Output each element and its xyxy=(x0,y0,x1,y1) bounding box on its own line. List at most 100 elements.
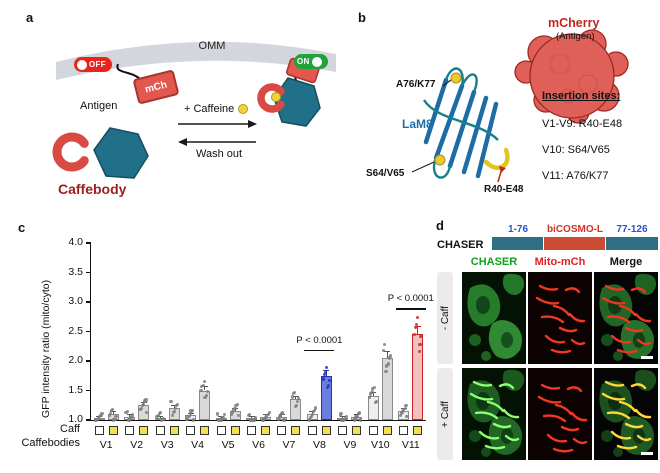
data-point xyxy=(233,406,237,410)
caff-square-plus xyxy=(382,426,392,435)
error-bar-cap xyxy=(171,405,178,406)
clamp-bound-shape xyxy=(257,83,285,113)
data-point xyxy=(131,412,135,417)
column-header-chaser: CHASER xyxy=(470,256,518,268)
p-value: P < 0.0001 xyxy=(296,334,343,346)
data-point xyxy=(399,414,403,418)
error-bar xyxy=(342,416,344,419)
data-point xyxy=(310,412,314,416)
data-point xyxy=(405,415,409,419)
data-point xyxy=(416,315,420,319)
mcherry-surface xyxy=(514,29,629,124)
bar-V11-plus-caff xyxy=(412,334,424,420)
data-point xyxy=(173,406,178,410)
caff-square-plus xyxy=(261,426,270,435)
y-tick-mark xyxy=(86,330,91,333)
data-point xyxy=(142,399,147,403)
caffeine-dot-icon xyxy=(238,104,249,115)
lam8-beta-strands xyxy=(423,77,499,179)
error-bar-cap xyxy=(201,386,208,388)
microscopy-grid xyxy=(462,272,658,460)
data-point xyxy=(200,384,204,389)
caff-square-plus xyxy=(230,426,240,435)
chaser-construct-label: CHASER xyxy=(437,239,484,251)
error-bar-cap xyxy=(110,411,117,413)
data-point xyxy=(109,408,113,413)
tile-plus-caff-merge xyxy=(594,368,658,460)
data-point xyxy=(252,418,256,422)
bar-V5-plus-caff xyxy=(229,411,241,420)
caff-square-minus xyxy=(399,426,409,435)
data-point xyxy=(98,414,102,419)
data-point xyxy=(413,332,417,337)
y-axis-title: GFP intensity ratio (mito/cyto) xyxy=(40,279,52,418)
r40-e48-loop xyxy=(483,147,510,170)
data-point xyxy=(277,415,281,419)
data-point xyxy=(384,370,388,374)
construct-segment-77-126 xyxy=(606,237,658,250)
data-point xyxy=(404,403,408,408)
data-point xyxy=(293,404,298,408)
data-point xyxy=(368,396,372,400)
tile-minus-caff-mito xyxy=(528,272,592,364)
omm-membrane xyxy=(56,41,336,80)
scale-bar xyxy=(641,452,653,455)
plus-caffeine-label: + Caffeine xyxy=(184,103,249,115)
error-bar-cap xyxy=(323,370,330,372)
data-point xyxy=(234,403,238,408)
data-point xyxy=(279,412,284,416)
segment-label-1: 1-76 xyxy=(507,224,528,235)
y-tick-mark xyxy=(86,242,91,244)
data-point xyxy=(251,418,255,422)
error-bar xyxy=(112,411,114,415)
data-point xyxy=(157,411,161,415)
segment-label-3: 77-126 xyxy=(616,224,648,235)
data-point xyxy=(185,417,189,422)
site-a76-label: A76/K77 xyxy=(396,79,436,90)
caffebodies-row-label: Caffebodies xyxy=(21,437,80,449)
data-point xyxy=(202,379,206,383)
row-label-minus-caff: - Caff xyxy=(437,272,453,364)
p-value: P < 0.0001 xyxy=(387,293,434,305)
data-point xyxy=(126,418,130,422)
data-point xyxy=(216,412,220,416)
data-point xyxy=(220,416,224,420)
data-point xyxy=(253,416,257,420)
data-point xyxy=(140,403,144,407)
tile-minus-caff-chaser xyxy=(462,272,526,364)
lam8-label: LaM8 xyxy=(402,117,433,131)
data-point xyxy=(201,383,205,387)
data-point xyxy=(339,411,343,415)
data-point xyxy=(386,362,390,366)
panel-d-label: d xyxy=(436,218,444,233)
error-bar-cap xyxy=(157,415,164,417)
bar-V8-plus-caff xyxy=(320,375,332,420)
data-point xyxy=(246,414,250,418)
data-point xyxy=(413,325,418,329)
data-point xyxy=(138,407,142,412)
data-point xyxy=(327,379,332,383)
data-point xyxy=(124,410,128,414)
caff-square-plus xyxy=(352,426,362,435)
caffeine-molecule xyxy=(271,92,281,102)
panel-a-label: a xyxy=(26,10,34,25)
caff-row-label: Caff xyxy=(60,423,80,435)
data-point xyxy=(283,418,287,422)
data-point xyxy=(218,418,222,422)
caff-square-minus xyxy=(247,426,256,435)
data-point xyxy=(191,418,195,422)
data-point xyxy=(219,418,223,422)
category-label: V1 xyxy=(99,439,113,451)
data-point xyxy=(186,415,190,419)
data-point xyxy=(323,370,328,375)
lam8-loops xyxy=(422,67,499,179)
tile-minus-caff-merge xyxy=(594,272,658,364)
data-point xyxy=(322,372,326,376)
data-point xyxy=(99,414,103,418)
insertion-line-3: V11: A76/K77 xyxy=(542,170,609,182)
s64-pointer xyxy=(411,161,435,173)
data-point xyxy=(313,406,318,410)
data-point xyxy=(344,414,349,419)
y-tick-label: 4.0 xyxy=(68,236,83,248)
data-point xyxy=(145,411,149,415)
